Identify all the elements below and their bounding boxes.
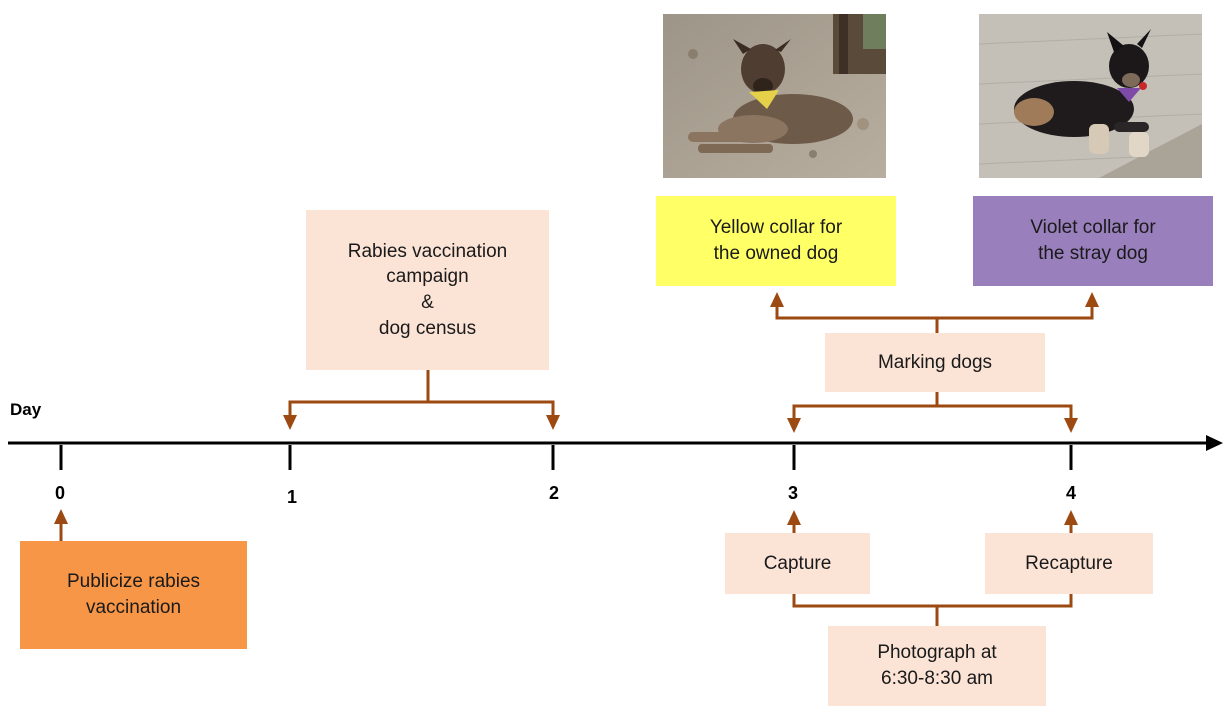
violet-collar-line-2: the stray dog: [1038, 243, 1148, 264]
tick-label-3: 3: [788, 483, 799, 503]
axis-label-day: Day: [10, 400, 42, 419]
arrowhead-down-day2: [546, 415, 560, 430]
recapture-label: Recapture: [1025, 552, 1113, 574]
tick-label-4: 4: [1066, 483, 1077, 503]
arrowhead-up-day0: [54, 509, 68, 524]
campaign-line-4: dog census: [378, 317, 477, 339]
connector-collar-bracket: [775, 305, 1094, 320]
arrowhead-down-day1: [283, 415, 297, 430]
marking-box: Marking dogs: [825, 333, 1045, 392]
connector-capture-bracket: [792, 594, 1073, 608]
connector-campaign-bracket: [288, 400, 555, 417]
yellow-collar-line-2: the owned dog: [713, 243, 839, 264]
timeline-arrowhead: [1206, 435, 1223, 451]
photograph-line-2: 6:30-8:30 am: [881, 668, 993, 689]
arrowhead-down-day4: [1064, 418, 1078, 433]
recapture-box: Recapture: [985, 533, 1153, 594]
arrowhead-up-day4: [1064, 510, 1078, 525]
arrowhead-up-yellow: [770, 292, 784, 307]
campaign-line-3: &: [421, 292, 434, 313]
photograph-line-1: Photograph at: [877, 642, 997, 664]
arrowhead-down-day3: [787, 418, 801, 433]
campaign-line-1: Rabies vaccination: [347, 240, 508, 262]
yellow-collar-box: Yellow collar for the owned dog: [656, 196, 896, 286]
publicize-box: Publicize rabies vaccination: [20, 541, 247, 649]
photograph-box: Photograph at 6:30-8:30 am: [828, 626, 1046, 706]
arrowhead-up-day3: [787, 510, 801, 525]
arrowhead-up-violet: [1085, 292, 1099, 307]
marking-label: Marking dogs: [877, 351, 993, 373]
campaign-line-2: campaign: [386, 266, 469, 288]
tick-label-2: 2: [549, 483, 560, 503]
tick-label-1: 1: [287, 487, 298, 507]
connector-marking-bracket: [792, 404, 1073, 420]
stray-dog-photo: [979, 14, 1202, 178]
violet-collar-line-1: Violet collar for: [1030, 217, 1156, 239]
tick-label-0: 0: [55, 483, 66, 503]
publicize-line-1: Publicize rabies: [66, 571, 201, 593]
publicize-line-2: vaccination: [85, 597, 182, 618]
campaign-box: Rabies vaccination campaign & dog census: [306, 210, 549, 370]
violet-collar-box: Violet collar for the stray dog: [973, 196, 1213, 286]
owned-dog-photo: [663, 14, 886, 178]
capture-box: Capture: [725, 533, 870, 594]
yellow-collar-line-1: Yellow collar for: [709, 217, 843, 239]
capture-label: Capture: [763, 552, 832, 574]
